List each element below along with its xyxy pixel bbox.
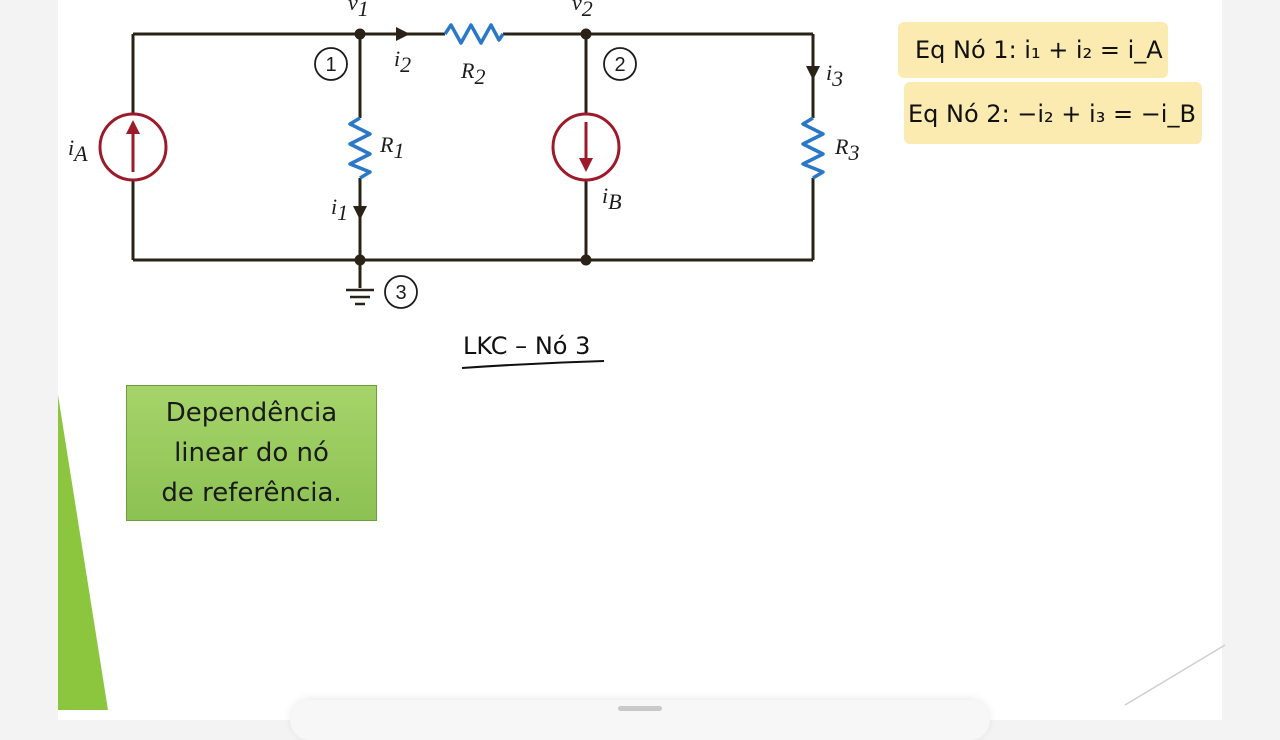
node-2-number: 2 xyxy=(614,54,625,76)
node-3-number: 3 xyxy=(395,282,406,304)
node-1-number: 1 xyxy=(325,54,336,76)
r2-label: R2 xyxy=(460,58,485,89)
r1-label: R1 xyxy=(379,132,404,163)
arrow-i1-icon xyxy=(353,206,367,220)
green-decorative-wedge xyxy=(58,395,108,710)
lkc-heading: LKC – Nó 3 xyxy=(463,332,590,360)
resistor-r1 xyxy=(348,116,372,180)
eq-node1-text: Eq Nó 1: i₁ + i₂ = i_A xyxy=(915,36,1163,64)
current-source-ia xyxy=(98,112,168,182)
v2-label: v2 xyxy=(572,0,593,21)
arrow-i2-icon xyxy=(396,27,410,41)
ib-label: iB xyxy=(602,183,622,214)
circuit-diagram: 1 2 3 v1 v2 iA iB i1 i2 i3 R1 R2 R3 Eq N… xyxy=(68,0,1202,369)
v1-label: v1 xyxy=(348,0,369,21)
callout-line-2: linear do nó xyxy=(174,438,329,468)
resistor-r3 xyxy=(801,116,825,180)
reference-node-callout: Dependência linear do nó de referência. xyxy=(126,385,377,521)
callout-line-1: Dependência xyxy=(165,398,338,428)
corner-stroke xyxy=(1124,644,1226,706)
node-dots xyxy=(354,28,592,266)
bottom-toolbar-dock[interactable] xyxy=(290,700,990,740)
lkc-underline xyxy=(461,360,605,369)
eq-node2-highlight xyxy=(904,82,1202,144)
i3-label: i3 xyxy=(826,60,843,91)
node-1-marker xyxy=(314,47,348,81)
ia-label: iA xyxy=(68,135,88,166)
ground-icon xyxy=(346,288,374,306)
r3-label: R3 xyxy=(834,134,859,165)
eq-node1-highlight xyxy=(898,22,1168,78)
dock-handle[interactable] xyxy=(618,706,662,711)
eq-node2-text: Eq Nó 2: −i₂ + i₃ = −i_B xyxy=(908,100,1196,128)
i1-label: i1 xyxy=(331,194,348,225)
i2-label: i2 xyxy=(394,46,411,77)
resistor-r2 xyxy=(443,23,505,45)
node-3-marker xyxy=(384,275,418,309)
arrow-i3-icon xyxy=(806,66,820,80)
node-2-marker xyxy=(603,47,637,81)
callout-line-3: de referência. xyxy=(161,478,342,508)
current-source-ib xyxy=(551,112,621,182)
